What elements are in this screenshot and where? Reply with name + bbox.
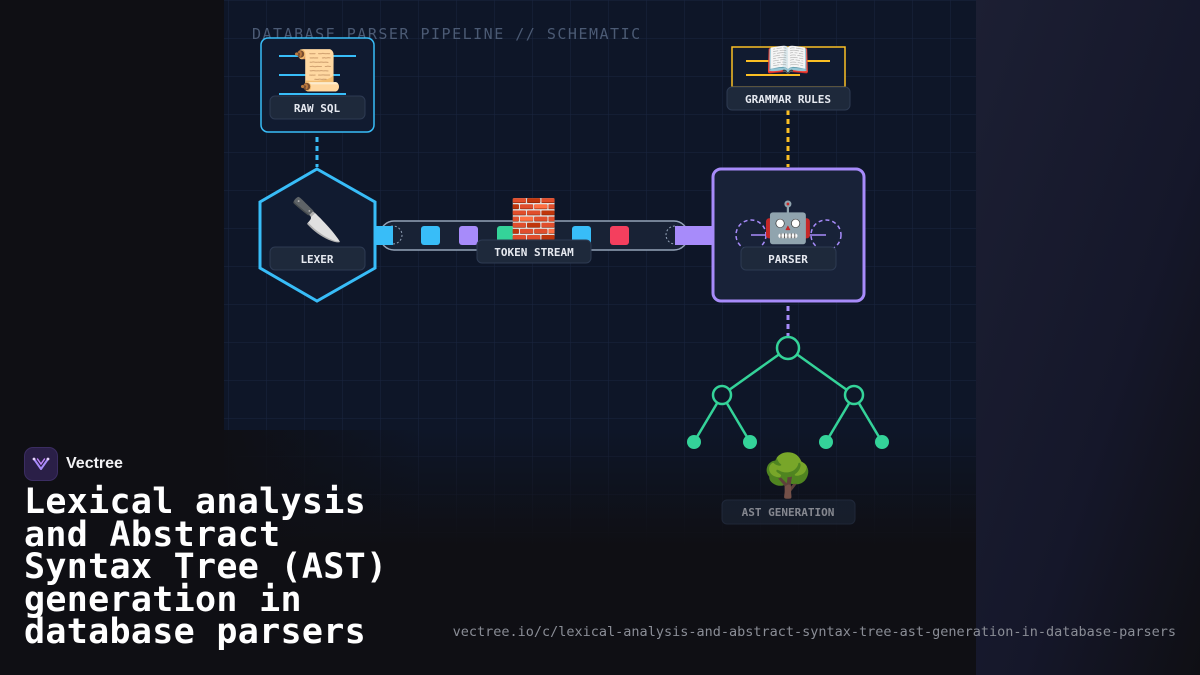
ast-generation-chip: AST GENERATION <box>721 499 856 525</box>
tree-icon: 🌳 <box>762 450 814 500</box>
scroll-icon: 📜 <box>292 48 342 94</box>
ast-generation-label: AST GENERATION <box>742 506 835 519</box>
lexer-node: 🔪 LEXER <box>258 167 377 303</box>
raw-sql-label: RAW SQL <box>294 102 341 115</box>
parser-label: PARSER <box>768 253 808 266</box>
token-stream-chip <box>476 239 592 264</box>
ast-leaf-node <box>819 435 833 449</box>
page-headline: Lexical analysis and Abstract Syntax Tre… <box>24 482 388 652</box>
ast-branch-node <box>711 384 733 406</box>
token-square <box>610 226 629 245</box>
article-url[interactable]: vectree.io/c/lexical-analysis-and-abstra… <box>452 624 1176 640</box>
token-square <box>459 226 478 245</box>
open-book-icon: 📖 <box>766 40 811 81</box>
raw-sql-node: 📜 RAW SQL <box>260 37 375 133</box>
ast-leaf-node <box>687 435 701 449</box>
ast-branch-node <box>843 384 865 406</box>
headline-shade <box>224 430 424 675</box>
brand-name: Vectree <box>66 455 123 472</box>
lexer-label: LEXER <box>300 253 333 266</box>
vectree-logo-icon <box>24 447 58 481</box>
parser-input-bar <box>675 226 714 245</box>
parser-node: 🤖 PARSER <box>711 167 866 303</box>
token-square <box>421 226 440 245</box>
ast-leaf-node <box>743 435 757 449</box>
ast-leaf-node <box>875 435 889 449</box>
bricks-icon: 🧱 <box>510 197 557 241</box>
grammar-rules-node: 📖 GRAMMAR RULES <box>726 40 851 111</box>
knife-icon: 🔪 <box>291 195 343 244</box>
grammar-rules-label: GRAMMAR RULES <box>745 93 831 106</box>
brand: Vectree <box>24 447 123 481</box>
lexer-output-bar <box>373 226 393 245</box>
right-backdrop <box>976 0 1200 675</box>
token-stream-label: TOKEN STREAM <box>494 246 574 259</box>
ast-root-node <box>775 335 801 361</box>
robot-icon: 🤖 <box>763 199 813 246</box>
